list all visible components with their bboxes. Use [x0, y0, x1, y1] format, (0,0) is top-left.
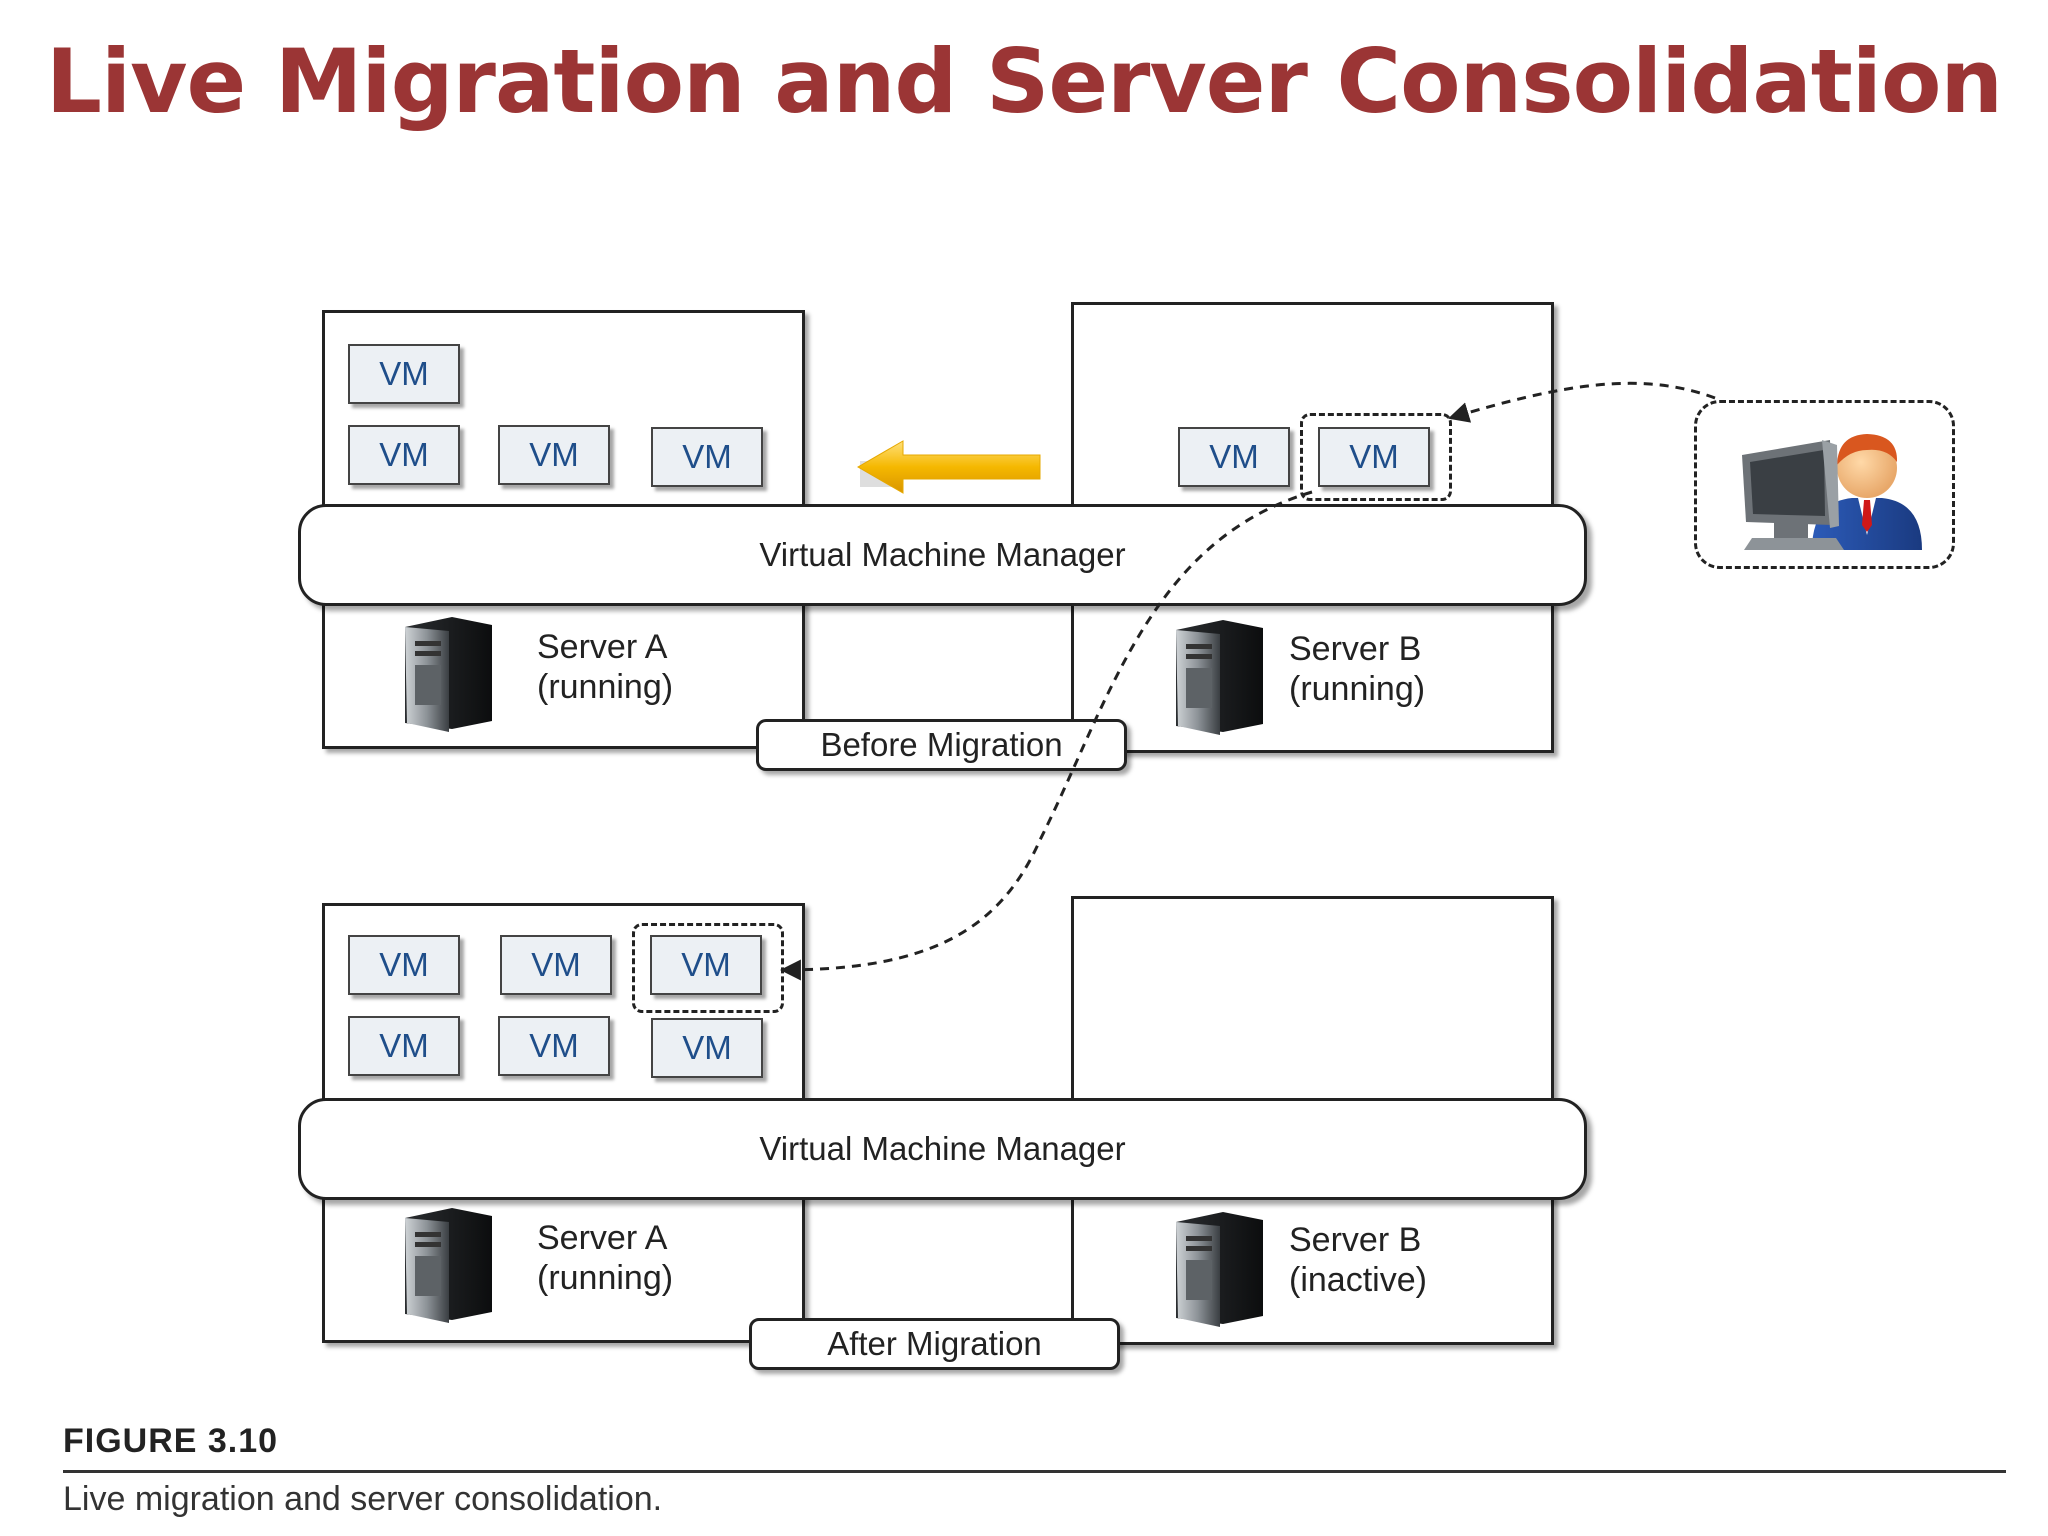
after-server-a-status: (running): [537, 1259, 674, 1297]
page-title: Live Migration and Server Consolidation: [45, 30, 2003, 133]
after-server-b-label: Server B (inactive): [1289, 1220, 1427, 1300]
before-server-a-status: (running): [537, 668, 674, 706]
figure-caption: Live migration and server consolidation.: [63, 1480, 663, 1518]
server-tower-icon: [405, 1208, 492, 1323]
before-a-vm-3: VM: [498, 425, 610, 485]
before-a-vm-2: VM: [348, 425, 460, 485]
after-server-b-status: (inactive): [1289, 1261, 1427, 1299]
after-migration-tag: After Migration: [749, 1318, 1120, 1370]
after-server-a-label: Server A (running): [537, 1218, 673, 1298]
after-a-vm-6: VM: [651, 1018, 763, 1078]
before-a-vm-4: VM: [651, 427, 763, 487]
migration-arrow-icon: [857, 440, 1041, 494]
before-server-a-label: Server A (running): [537, 627, 673, 707]
before-migration-tag: Before Migration: [756, 719, 1127, 771]
figure-number: FIGURE 3.10: [63, 1422, 279, 1460]
after-a-vm-2: VM: [500, 935, 612, 995]
before-b-vm-migrating: VM: [1318, 427, 1430, 487]
before-migrating-vm-outline: [1300, 413, 1452, 501]
after-server-b-name: Server B: [1289, 1221, 1422, 1259]
before-server-b-name: Server B: [1289, 630, 1422, 668]
after-a-vm-4: VM: [348, 1016, 460, 1076]
before-server-b-status: (running): [1289, 670, 1426, 708]
before-b-vm-1: VM: [1178, 427, 1290, 487]
before-server-b-label: Server B (running): [1289, 629, 1425, 709]
user-at-computer-icon: [1742, 434, 1922, 550]
after-a-vm-migrated: VM: [650, 935, 762, 995]
after-server-a-name: Server A: [537, 1219, 668, 1257]
server-tower-icon: [405, 617, 492, 732]
server-tower-icon: [1176, 1212, 1263, 1327]
after-vmm-bar: Virtual Machine Manager: [298, 1098, 1587, 1200]
after-a-vm-1: VM: [348, 935, 460, 995]
before-server-a-name: Server A: [537, 628, 668, 666]
user-box: [1694, 400, 1955, 569]
before-vmm-bar: Virtual Machine Manager: [298, 504, 1587, 606]
server-tower-icon: [1176, 620, 1263, 735]
after-a-vm-5: VM: [498, 1016, 610, 1076]
before-a-vm-1: VM: [348, 344, 460, 404]
figure-rule: [63, 1470, 2006, 1473]
